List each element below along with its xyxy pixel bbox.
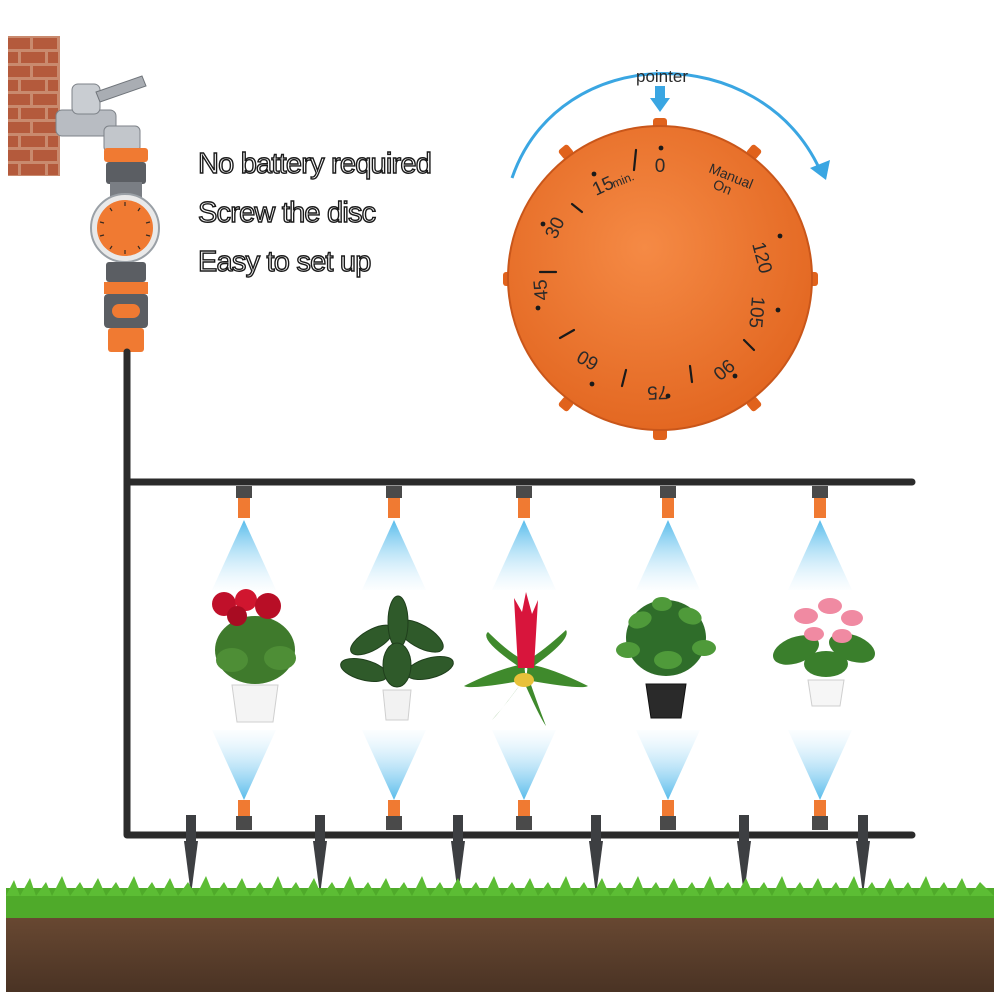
flower-pot-icon	[645, 683, 687, 719]
dial-mark-0: 0	[655, 156, 666, 177]
stake-icon	[184, 815, 198, 895]
pointer-label: pointer	[636, 67, 688, 86]
timer-dial[interactable]: 15 min. 0 Manual On 120 105 90 75 60 45 …	[503, 118, 818, 440]
mist-nozzle-icon	[236, 800, 252, 830]
dial-on-label: On	[711, 176, 734, 198]
feature-screw-disc: Screw the disc	[197, 196, 377, 229]
flower-pot-icon	[231, 684, 279, 723]
mist-spray-lower	[212, 730, 852, 800]
mist-nozzle-icon	[236, 486, 252, 518]
flower-pot-icon	[807, 679, 845, 707]
water-timer-icon	[90, 148, 160, 352]
mist-spray-upper	[212, 520, 852, 590]
stake-icon	[313, 815, 327, 895]
rotation-arrow-icon	[510, 72, 830, 180]
stake-icon	[451, 815, 465, 895]
upper-nozzles	[236, 486, 828, 518]
feature-easy-setup: Easy to set up	[197, 245, 372, 278]
green-foliage-pot	[616, 597, 716, 719]
mist-nozzle-icon	[812, 800, 828, 830]
flower-pot-icon	[382, 689, 412, 721]
bromeliad-pot	[464, 592, 588, 726]
ground	[6, 876, 994, 992]
mist-nozzle-icon	[386, 486, 402, 518]
lower-nozzles	[236, 800, 828, 830]
dial-mark-75: 75	[647, 381, 669, 403]
mist-nozzle-icon	[386, 800, 402, 830]
stake-icon	[737, 815, 751, 895]
dial-mark-105: 105	[744, 296, 768, 329]
mist-nozzle-icon	[660, 486, 676, 518]
ground-stakes	[184, 815, 870, 895]
pointer-arrow-icon	[650, 86, 670, 112]
main-tube	[123, 348, 916, 839]
feature-list: No battery required Screw the disc Easy …	[197, 140, 432, 287]
feature-no-battery: No battery required	[197, 147, 432, 180]
mist-nozzle-icon	[812, 486, 828, 518]
mist-nozzle-icon	[660, 800, 676, 830]
calathea-pot	[340, 595, 454, 721]
mist-nozzle-icon	[516, 486, 532, 518]
brick-wall-icon	[8, 36, 60, 176]
red-rose-pot	[212, 589, 296, 723]
dial-mark-45: 45	[530, 279, 553, 302]
mist-nozzle-icon	[516, 800, 532, 830]
anthurium-pot	[773, 598, 875, 707]
faucet-icon	[55, 75, 147, 153]
stake-icon	[856, 815, 870, 895]
stake-icon	[589, 815, 603, 895]
